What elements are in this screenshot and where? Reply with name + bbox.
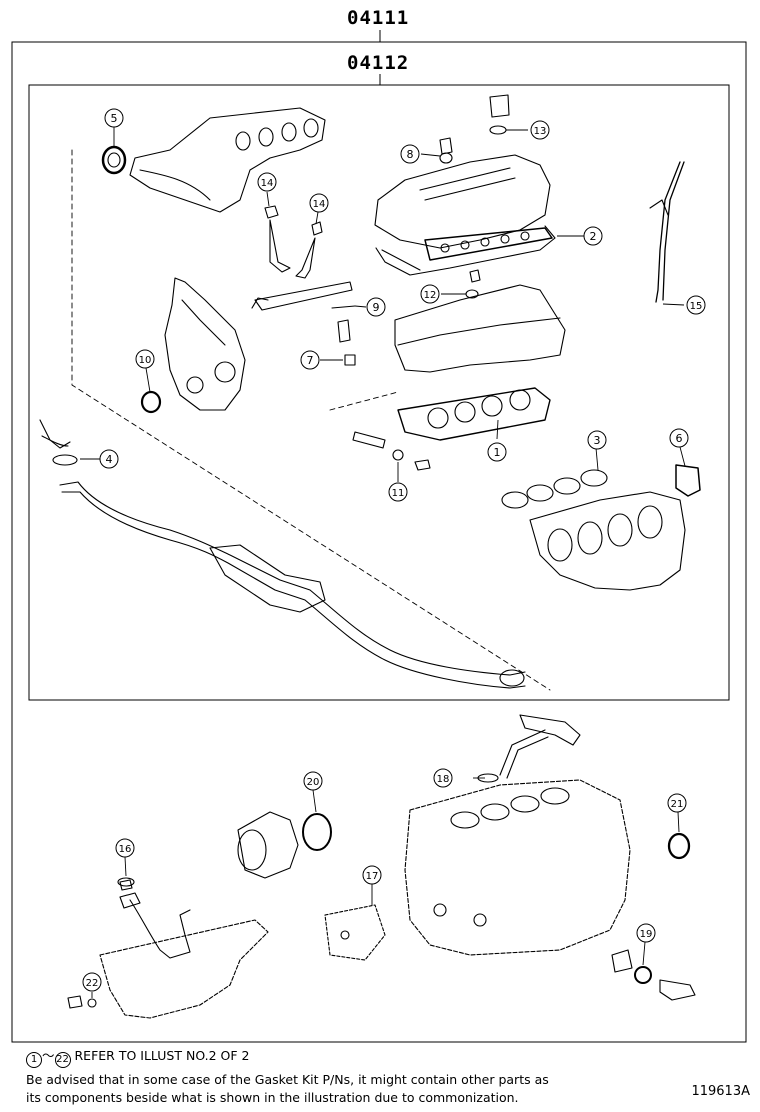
callout-label: 8 xyxy=(407,148,414,161)
callout-circle xyxy=(636,923,656,943)
callout-circle xyxy=(583,226,603,246)
callout-label: 20 xyxy=(307,777,320,788)
callout-c12: 12 xyxy=(420,284,440,304)
callout-c4: 4 xyxy=(99,449,119,469)
callout-label: 12 xyxy=(424,290,437,301)
callout-label: 4 xyxy=(106,453,113,466)
callout-label: 1 xyxy=(494,446,501,459)
callout-c2: 2 xyxy=(583,226,603,246)
refer-note: 1～22 REFER TO ILLUST NO.2 OF 2 xyxy=(26,1048,250,1068)
callout-label: 7 xyxy=(307,354,314,367)
oil-filter xyxy=(237,811,299,879)
callout-c15: 15 xyxy=(686,295,706,315)
callout-c7: 7 xyxy=(300,350,320,370)
callout-label: 3 xyxy=(594,434,601,447)
figure-number: 119613A xyxy=(691,1084,750,1099)
callout-label: 15 xyxy=(690,301,703,312)
callout-circle xyxy=(303,771,323,791)
callout-c14a: 14 xyxy=(257,172,277,192)
callout-circle xyxy=(667,793,687,813)
callout-circle xyxy=(669,428,689,448)
advised-note-line1: Be advised that in some case of the Gask… xyxy=(26,1072,549,1087)
callout-c1: 1 xyxy=(487,442,507,462)
inner-kit-number: 04112 xyxy=(347,52,410,74)
callout-label: 5 xyxy=(111,112,118,125)
callout-circle xyxy=(587,430,607,450)
range-start-number: 1 xyxy=(26,1052,42,1068)
callout-circle xyxy=(104,108,124,128)
outer-kit-frame xyxy=(11,41,747,1043)
callout-label: 18 xyxy=(437,774,450,785)
callout-c10: 10 xyxy=(135,349,155,369)
exhaust-manifold xyxy=(129,107,326,213)
callout-c14b: 14 xyxy=(309,193,329,213)
range-separator: ～ xyxy=(42,1048,55,1063)
callout-c18: 18 xyxy=(433,768,453,788)
callout-label: 17 xyxy=(366,871,379,882)
cylinder-head-cover xyxy=(374,154,556,276)
callout-label: 6 xyxy=(676,432,683,445)
callout-circle xyxy=(135,349,155,369)
cylinder-block xyxy=(404,779,631,956)
callout-circle xyxy=(99,449,119,469)
callout-c20: 20 xyxy=(303,771,323,791)
callout-circle xyxy=(433,768,453,788)
callout-c19: 19 xyxy=(636,923,656,943)
intake-manifold-gasket xyxy=(501,469,608,509)
callout-c13: 13 xyxy=(530,120,550,140)
timing-chain-cover xyxy=(164,277,246,411)
callout-label: 11 xyxy=(392,488,405,499)
callout-circle xyxy=(686,295,706,315)
callout-c9: 9 xyxy=(366,297,386,317)
callout-circle xyxy=(300,350,320,370)
callout-c17: 17 xyxy=(362,865,382,885)
range-end-number: 22 xyxy=(54,1052,71,1068)
callout-label: 13 xyxy=(534,126,547,137)
callout-circle xyxy=(400,144,420,164)
callout-c16: 16 xyxy=(115,838,135,858)
callout-label: 2 xyxy=(590,230,597,243)
callout-label: 14 xyxy=(313,199,326,210)
outer-kit-number: 04111 xyxy=(347,7,410,29)
callout-c6: 6 xyxy=(669,428,689,448)
exhaust-front-pipe xyxy=(39,419,526,689)
head-gasket xyxy=(397,387,551,441)
callout-label: 16 xyxy=(119,844,132,855)
callout-c3: 3 xyxy=(587,430,607,450)
intake-manifold xyxy=(529,491,686,591)
callout-c5: 5 xyxy=(104,108,124,128)
callout-c11: 11 xyxy=(388,482,408,502)
callout-circle xyxy=(257,172,277,192)
oil-pan xyxy=(99,892,269,1019)
callout-c8: 8 xyxy=(400,144,420,164)
callout-label: 10 xyxy=(139,355,152,366)
callout-label: 14 xyxy=(261,178,274,189)
refer-text: REFER TO ILLUST NO.2 OF 2 xyxy=(74,1048,250,1063)
callout-circle xyxy=(420,284,440,304)
callout-circle xyxy=(115,838,135,858)
callout-circle xyxy=(530,120,550,140)
cylinder-head xyxy=(394,269,566,373)
callout-label: 21 xyxy=(671,799,684,810)
callout-c21: 21 xyxy=(667,793,687,813)
callout-circle xyxy=(388,482,408,502)
callout-circle xyxy=(366,297,386,317)
callout-circle xyxy=(309,193,329,213)
callout-circle xyxy=(362,865,382,885)
advised-note-line2: its components beside what is shown in t… xyxy=(26,1090,519,1105)
callout-label: 9 xyxy=(373,301,380,314)
callout-circle xyxy=(82,972,102,992)
inner-kit-frame xyxy=(28,84,730,701)
callout-c22: 22 xyxy=(82,972,102,992)
callout-circle xyxy=(487,442,507,462)
callout-label: 19 xyxy=(640,929,653,940)
callout-label: 22 xyxy=(86,978,99,989)
